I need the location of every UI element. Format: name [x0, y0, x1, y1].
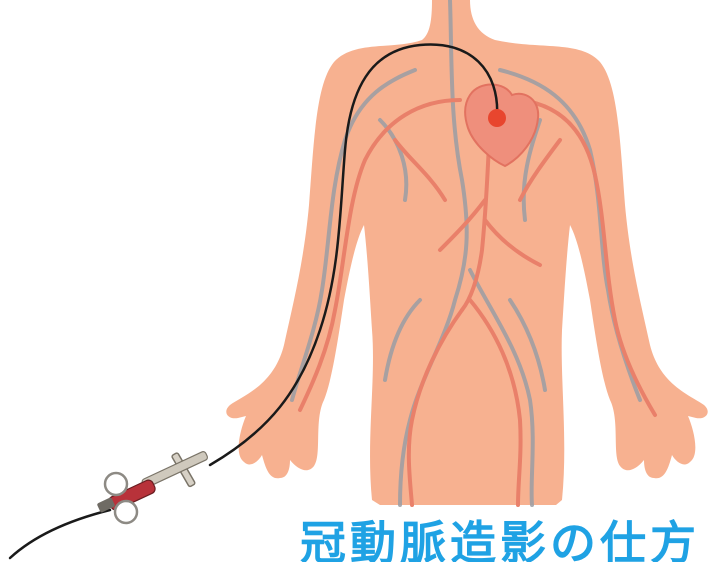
catheter-tail-wire [10, 510, 110, 558]
device-ring-top [105, 473, 127, 495]
device-ring-bottom [115, 501, 137, 523]
page-title: 冠動脈造影の仕方 [300, 520, 710, 562]
catheter-device-icon [97, 451, 209, 523]
catheter-tip [488, 109, 506, 127]
